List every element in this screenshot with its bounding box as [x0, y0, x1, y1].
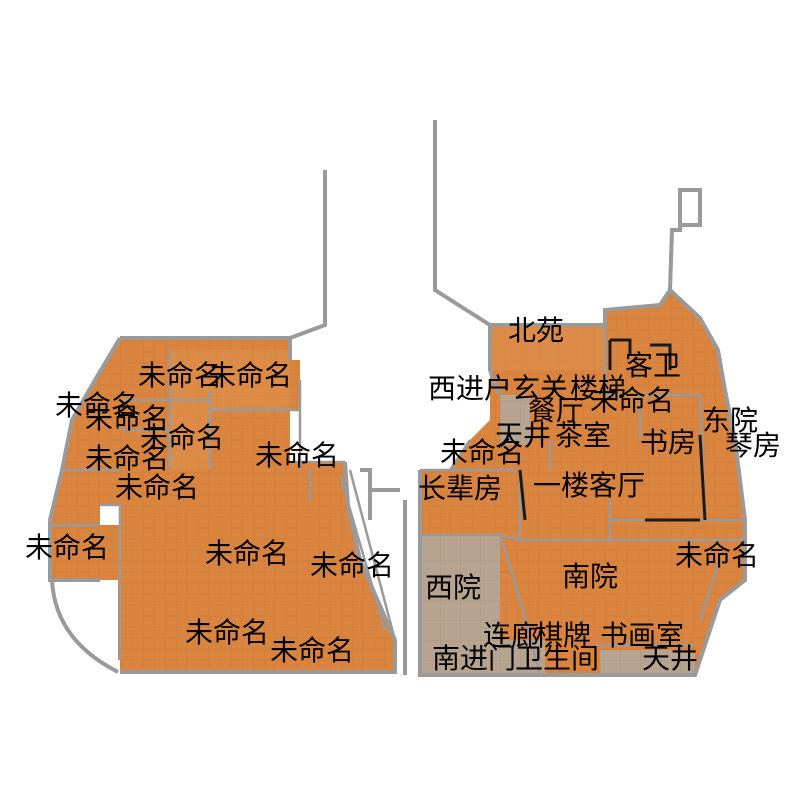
- left-outer-wall: [48, 170, 397, 674]
- room-label-r6: 未命名: [85, 442, 169, 475]
- room-label-r37: 卫生间: [515, 642, 599, 675]
- room-label-r20: 餐厅: [528, 394, 584, 427]
- room-label-r25: 书房: [640, 426, 696, 459]
- room-label-r24: 茶室: [555, 419, 611, 452]
- room-label-r18: 楼梯: [570, 372, 626, 405]
- north-garden-area: [490, 325, 605, 370]
- room-label-r32: 南院: [562, 560, 618, 593]
- left-curve-wall: [50, 579, 119, 674]
- left-inner-walls: [50, 350, 397, 660]
- room-label-r23: 天井: [495, 419, 551, 452]
- room-label-r11: 未命名: [310, 549, 394, 582]
- left-notch: [100, 505, 120, 525]
- room-label-r15: 北苑: [508, 314, 564, 347]
- room-label-r8: 未命名: [115, 471, 199, 504]
- room-label-r35: 书画室: [600, 619, 684, 652]
- room-label-r33: 连廊: [483, 619, 539, 652]
- south-entry-stone: [495, 640, 545, 675]
- room-label-r7: 未命名: [255, 439, 339, 472]
- room-label-r2: 未命名: [208, 359, 292, 392]
- room-label-r31: 西院: [425, 571, 481, 604]
- room-label-r10: 未命名: [205, 537, 289, 570]
- right-floor-area: [420, 290, 745, 675]
- room-label-r16: 客卫: [625, 349, 681, 382]
- room-label-r27: 未命名: [440, 436, 524, 469]
- room-label-r29: 一楼客厅: [533, 469, 645, 502]
- west-courtyard-stone: [420, 535, 500, 675]
- left-stub-wall: [360, 468, 407, 675]
- room-label-r26: 琴房: [725, 429, 781, 462]
- room-label-r22: 东院: [702, 404, 758, 437]
- right-building: [418, 120, 747, 677]
- room-label-r4: 未命名: [85, 402, 169, 435]
- room-label-r12: 未命名: [185, 616, 269, 649]
- room-label-r3: 未命名: [55, 389, 139, 422]
- left-building: [48, 170, 407, 675]
- room-label-r38: 天井: [642, 642, 698, 675]
- room-label-r13: 未命名: [270, 634, 354, 667]
- room-labels: 未命名 未命名 未命名 未命名 未命名 未命名 未命名 未命名 未命名 未命名 …: [25, 314, 781, 675]
- room-label-r19: 未命名: [590, 384, 674, 417]
- room-label-r1: 未命名: [138, 359, 222, 392]
- stair-stone: [500, 395, 530, 445]
- room-label-r5: 未命名: [140, 421, 224, 454]
- left-floor-area: [50, 338, 395, 672]
- room-label-r36: 南进门: [432, 642, 516, 675]
- room-label-r17: 西进户玄关: [428, 372, 568, 405]
- room-label-r30: 未命名: [675, 539, 759, 572]
- room-label-r28: 长辈房: [418, 472, 502, 505]
- room-label-r9: 未命名: [25, 531, 109, 564]
- room-label-r34: 棋牌: [535, 619, 591, 652]
- right-dark-walls: [518, 338, 707, 522]
- south-court-stone: [600, 650, 695, 675]
- left-curve-void: [52, 580, 118, 672]
